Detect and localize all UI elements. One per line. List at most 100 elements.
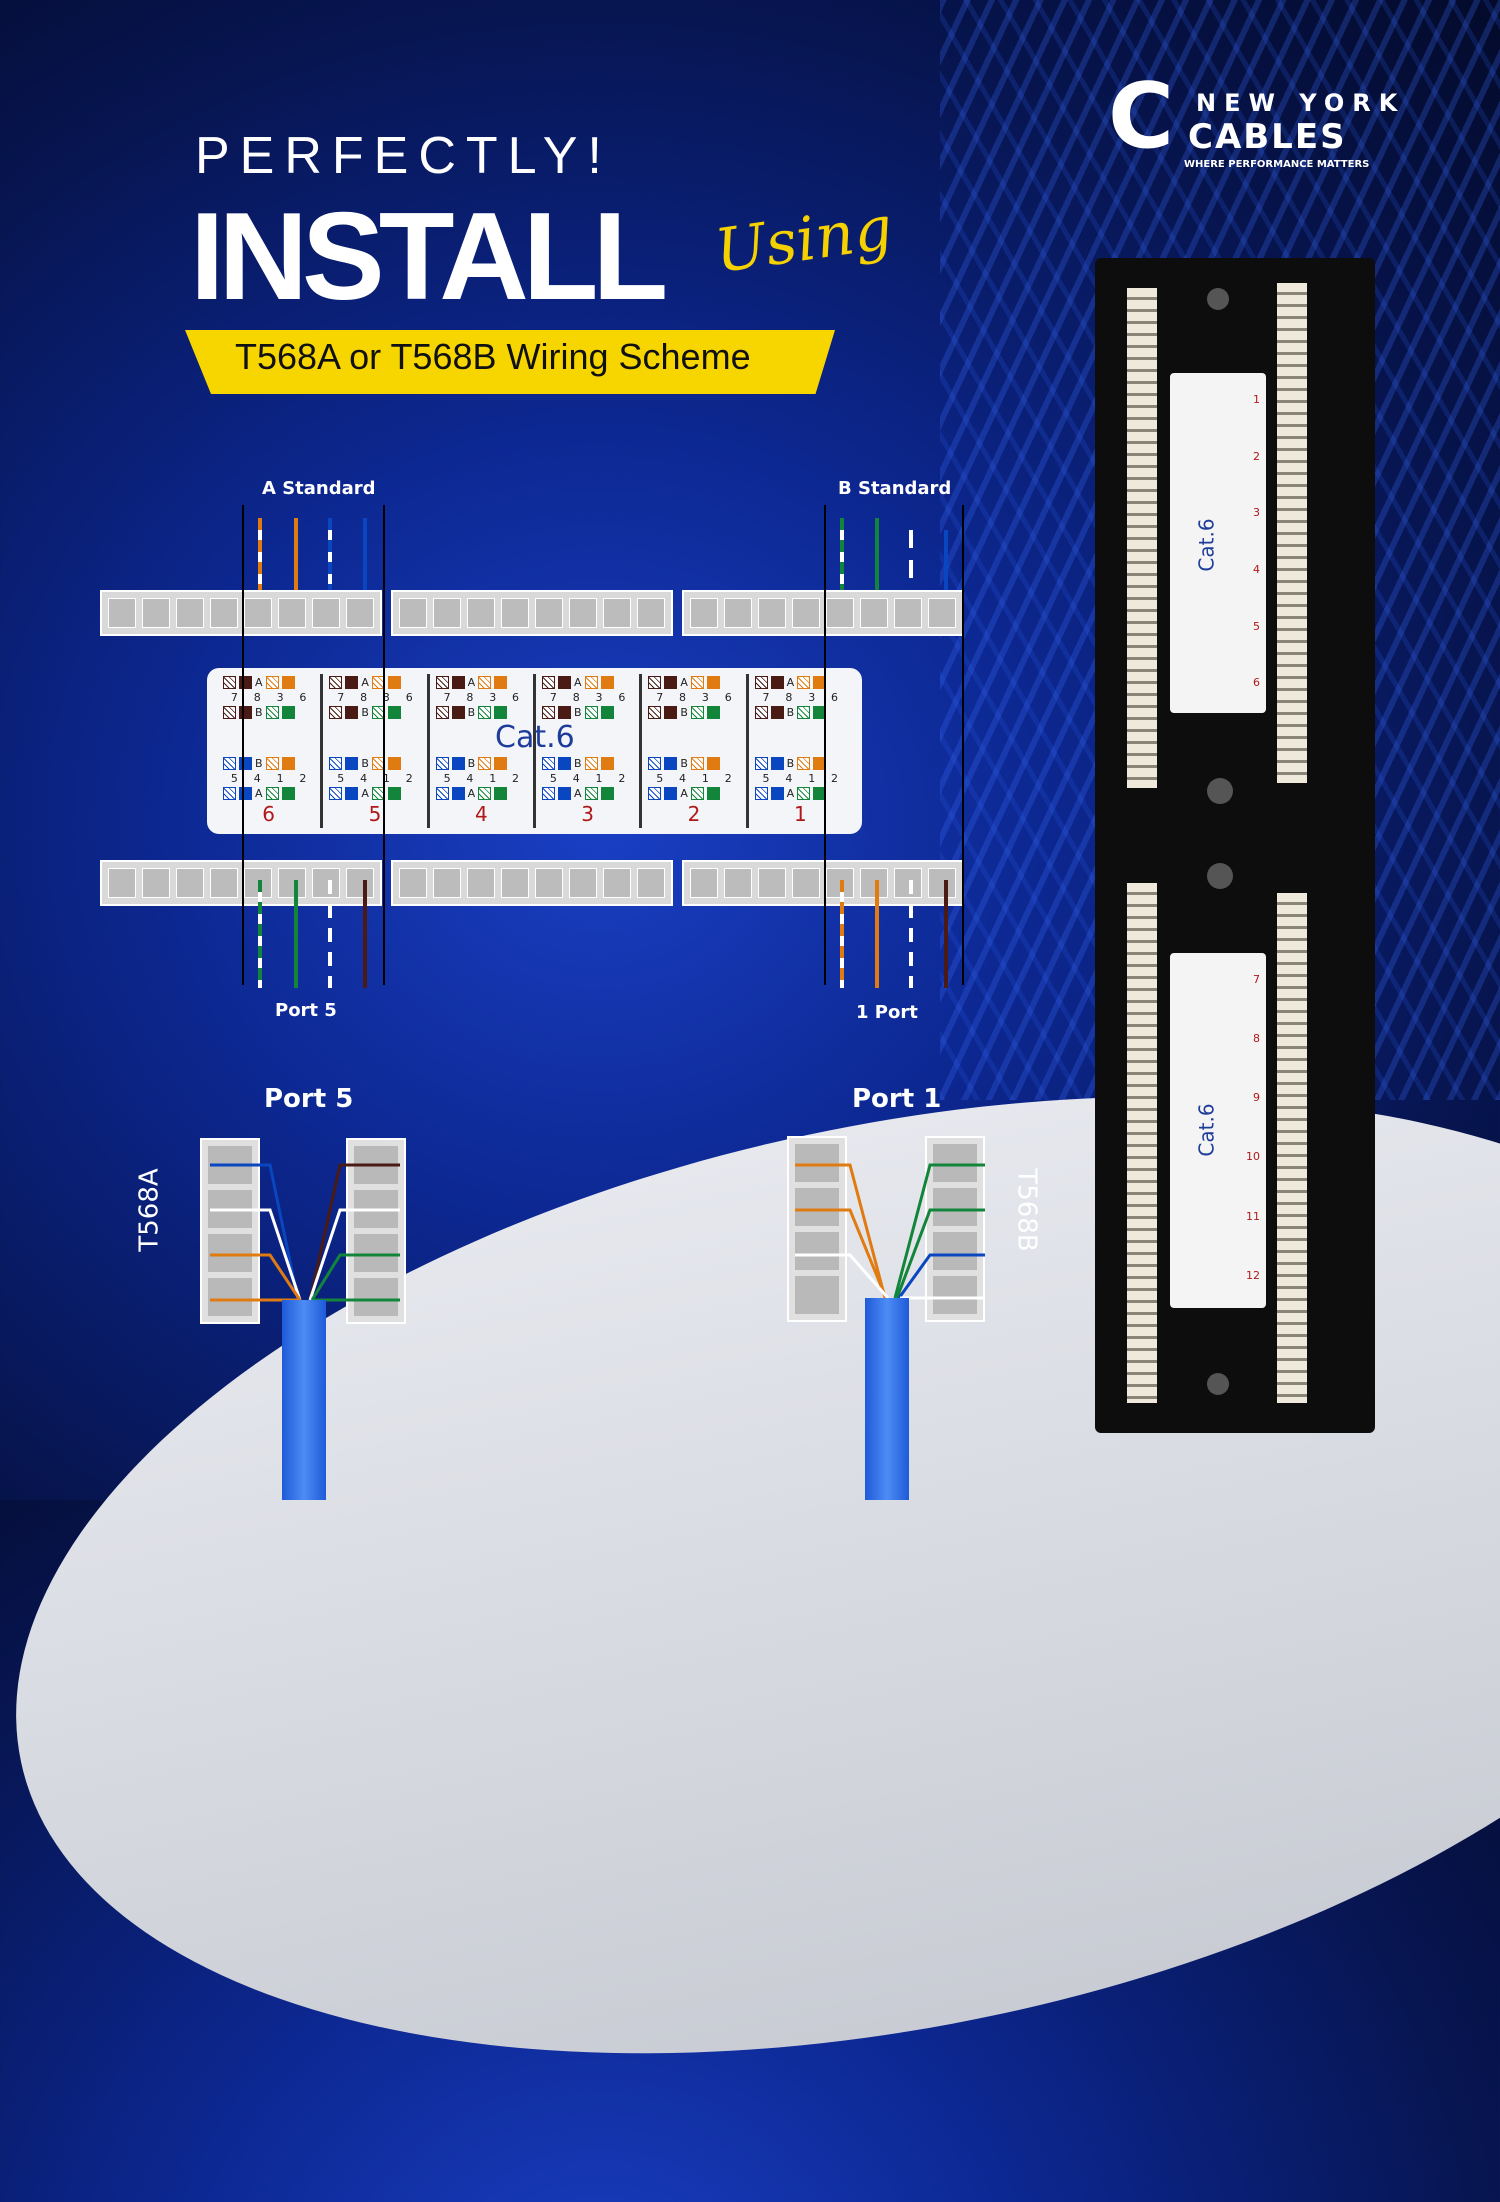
pin-swatch [770, 676, 784, 689]
punch-strip [682, 590, 964, 636]
pin-number: 3 [382, 691, 390, 704]
port-number: 2 [687, 802, 701, 826]
pin-swatch [797, 787, 811, 800]
pin-swatch [223, 676, 236, 689]
pin-row: B [329, 706, 420, 719]
headline-line2: INSTALL [190, 188, 668, 326]
pin-swatch [600, 706, 614, 719]
pin-number: 8 [572, 691, 580, 704]
pin-swatch [478, 787, 492, 800]
pin-swatch [223, 787, 236, 800]
pin-number: 8 [785, 691, 793, 704]
pin-swatch [797, 676, 811, 689]
pin-number: 8 [360, 691, 368, 704]
port5-label: Port 5 [275, 1000, 337, 1021]
pin-swatch [494, 676, 508, 689]
pin-number: 2 [299, 772, 307, 785]
b-standard-label: B Standard [838, 478, 952, 499]
pin-swatch [265, 676, 279, 689]
pin-number: 4 [466, 772, 474, 785]
pin-swatch [494, 757, 508, 770]
pin-row: A [435, 676, 527, 689]
spacer [217, 721, 320, 755]
pin-swatch [541, 787, 555, 800]
panel-port-number: 4 [1253, 562, 1260, 576]
pin-swatch [239, 676, 252, 689]
pin-number: 5 [443, 772, 451, 785]
pin-swatch [754, 787, 768, 800]
pin-swatch [557, 787, 571, 800]
pair-letter: A [573, 787, 582, 800]
pin-swatch [557, 676, 571, 689]
pin-number: 3 [701, 691, 709, 704]
pin-row: B [223, 706, 314, 719]
pin-swatch [541, 706, 555, 719]
pin-number: 4 [785, 772, 793, 785]
pin-row: B [223, 757, 314, 770]
punch-block [1127, 883, 1157, 1403]
pin-row: A [541, 676, 633, 689]
pin-swatch [770, 787, 784, 800]
pair-letter: A [680, 676, 688, 689]
pair-letter: B [573, 757, 582, 770]
punch-strip [682, 860, 964, 906]
port-number: 4 [474, 802, 488, 826]
guide-line [962, 505, 964, 985]
pair-letter: B [361, 757, 369, 770]
pin-row: A [648, 676, 739, 689]
pair-letter: B [361, 706, 369, 719]
pin-swatch [345, 757, 359, 770]
pin-swatch [557, 757, 571, 770]
pin-swatch [648, 757, 662, 770]
punch-block [1127, 288, 1157, 788]
punch-block [1277, 893, 1307, 1403]
pin-swatch [690, 706, 704, 719]
pin-swatch [265, 757, 279, 770]
pair-letter: B [573, 706, 582, 719]
wire-blue [363, 518, 367, 628]
wire-white-orange [258, 518, 262, 628]
pair-letter: B [786, 757, 795, 770]
pin-swatch [494, 787, 508, 800]
punch-strip [100, 860, 382, 906]
pin-swatch [329, 706, 343, 719]
wire-white-green [840, 518, 844, 628]
pin-swatch [600, 787, 614, 800]
screw-icon [1207, 778, 1233, 804]
pin-number: 2 [512, 772, 520, 785]
pin-swatch [690, 757, 704, 770]
keystone-connector [925, 1136, 985, 1322]
pin-swatch [223, 706, 236, 719]
pin-swatch [329, 787, 343, 800]
pin-swatch [664, 757, 678, 770]
pair-letter: A [786, 787, 795, 800]
pin-swatch [451, 757, 465, 770]
pin-swatch [648, 676, 662, 689]
pin-number: 6 [512, 691, 520, 704]
brand-name-bottom: CABLES [1188, 117, 1347, 157]
pin-swatch [664, 787, 678, 800]
guide-line [383, 505, 385, 985]
port-number: 1 [793, 802, 807, 826]
pin-number: 5 [762, 772, 770, 785]
pin-swatch [329, 676, 343, 689]
pin-number: 1 [701, 772, 709, 785]
pin-swatch [584, 757, 598, 770]
pair-letter: A [467, 787, 476, 800]
port-number: 5 [368, 802, 382, 826]
pin-swatch [435, 757, 449, 770]
pair-letter: B [680, 706, 688, 719]
pin-swatch [664, 706, 678, 719]
pair-letter: A [680, 787, 688, 800]
brand-name-top: NEW YORK [1196, 89, 1406, 117]
pin-number: 4 [360, 772, 368, 785]
wire-white-blue [328, 518, 332, 628]
pin-swatch [223, 757, 236, 770]
